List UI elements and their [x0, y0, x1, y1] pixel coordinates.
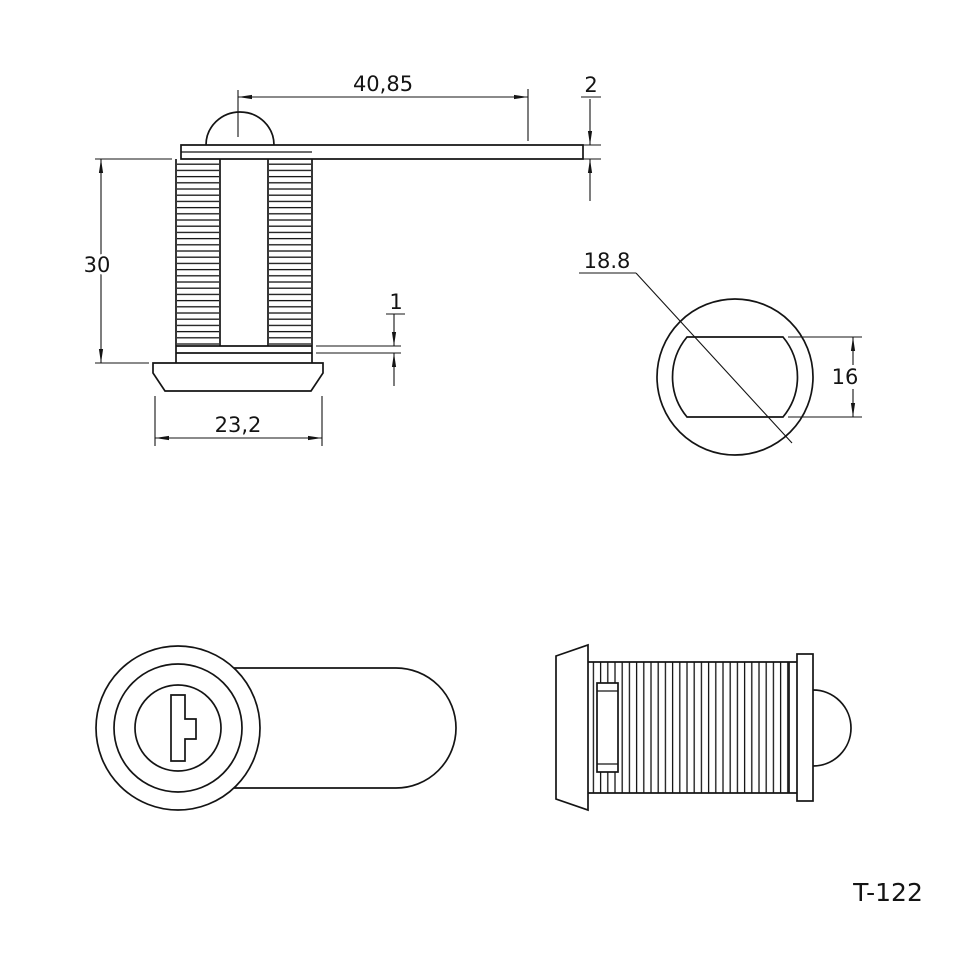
section-view-dimensions: 18.8 16: [579, 247, 862, 444]
dim-body-height: 30: [81, 158, 172, 364]
face-rim-circle: [113, 663, 243, 793]
dim-cam-length-value: 40,85: [353, 72, 413, 96]
dim-washer: 1: [316, 288, 405, 386]
dim-cam-thickness: 2: [581, 71, 601, 201]
profile-view: [555, 643, 852, 812]
clip-slot: [596, 682, 619, 773]
dim-base-width: 23,2: [154, 396, 323, 446]
dim-washer-value: 1: [389, 290, 402, 314]
part-number: T-122: [852, 878, 923, 907]
cam-outline: [234, 667, 457, 789]
leader-line: [635, 272, 793, 444]
thread-hatch-right: [269, 163, 311, 346]
keyway: [170, 694, 197, 762]
end-cap: [796, 653, 814, 802]
section-view: [656, 298, 814, 456]
head-flange: [555, 643, 589, 812]
dim-cam-thickness-value: 2: [584, 73, 597, 97]
dim-diameter-value: 18.8: [584, 249, 631, 273]
front-view: [95, 645, 457, 811]
latch-dome: [812, 689, 852, 767]
thread-hatch-left: [177, 163, 219, 346]
dim-base-width-value: 23,2: [215, 413, 262, 437]
dim-diameter: 18.8: [579, 247, 793, 444]
dim-cam-length: 40,85: [237, 70, 529, 141]
key-dome: [205, 111, 275, 146]
side-view-dimensions: 40,85 2 30 1 23,2: [81, 70, 601, 446]
dim-body-height-value: 30: [84, 253, 111, 277]
base-nut: [152, 362, 324, 392]
outer-diameter-circle: [656, 298, 814, 456]
thread-hatch-barrel: [590, 662, 789, 793]
side-view: [152, 111, 584, 392]
double-d-bore: [671, 336, 799, 418]
plug-circle: [134, 684, 222, 772]
dim-across-flats-value: 16: [832, 365, 859, 389]
face-outer-circle: [95, 645, 261, 811]
dim-across-flats: 16: [788, 336, 862, 418]
